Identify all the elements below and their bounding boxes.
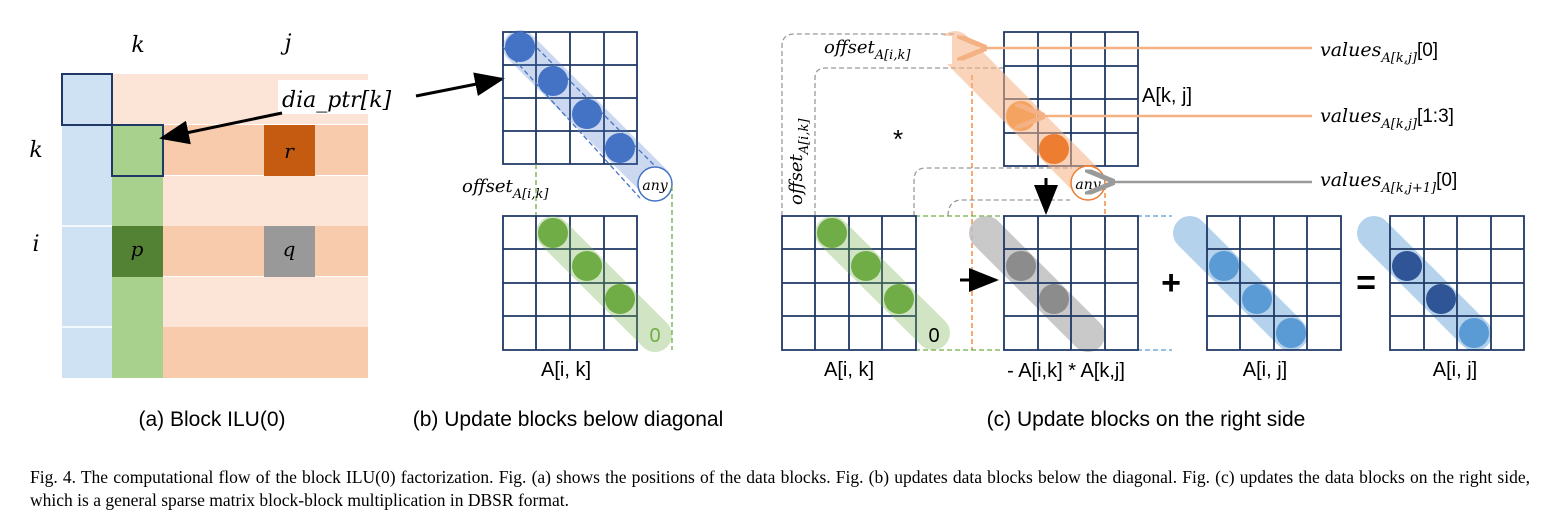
aik-label: A[i, k] — [541, 359, 591, 381]
panel-b: any 0 offsetA[i,k] A[i, k] (b) Update bl… — [413, 30, 724, 431]
akj-block-grid — [1003, 31, 1139, 167]
dot — [1392, 251, 1422, 281]
dot — [1242, 284, 1272, 314]
figure-caption: Fig. 4. The computational flow of the bl… — [30, 467, 1530, 510]
cell-q-label: q — [283, 237, 296, 261]
cell-p — [112, 226, 163, 277]
dia-ptr-label: dia_ptr[k] — [282, 88, 392, 113]
values-label-1: valuesA[k,j][0] — [1320, 39, 1438, 66]
dot — [538, 218, 568, 248]
dot — [572, 251, 602, 281]
panel-a-caption: (a) Block ILU(0) — [138, 408, 285, 431]
aik-label: A[i, k] — [824, 359, 874, 381]
plus-operator: + — [1161, 264, 1181, 302]
akj-label: A[k, j] — [1142, 85, 1192, 107]
panel-a: r p q k j k i dia_ptr[k] (a) Block ILU(0… — [29, 31, 505, 431]
dot — [1006, 251, 1036, 281]
dot — [605, 133, 635, 163]
diagonal-block-0 — [61, 73, 113, 126]
any-label: any — [1075, 177, 1101, 193]
figure-canvas: r p q k j k i dia_ptr[k] (a) Block ILU(0… — [29, 30, 1525, 431]
cell-r-label: r — [284, 139, 295, 163]
panel-b-caption: (b) Update blocks below diagonal — [413, 408, 724, 431]
cell-p-label: p — [131, 237, 144, 261]
below-block-grid — [502, 215, 638, 351]
col-label-k: k — [131, 33, 144, 58]
any-label: any — [642, 178, 668, 194]
cell-q — [264, 226, 315, 277]
zero-label: 0 — [928, 325, 939, 347]
dot — [1006, 101, 1036, 131]
multiply-star: * — [893, 124, 903, 154]
any-circle — [637, 166, 673, 202]
values-label-2: valuesA[k,j][1:3] — [1320, 105, 1454, 132]
diagonal-block-grid — [502, 31, 638, 165]
result-block-grid — [1389, 215, 1525, 351]
offset-label: offsetA[i,k] — [462, 176, 549, 202]
values-label-3: valuesA[k,j+1][0] — [1320, 169, 1457, 196]
equals-operator: = — [1356, 264, 1376, 302]
offset-top-label: offsetA[i,k] — [824, 37, 911, 63]
aij-label: A[i, j] — [1243, 359, 1287, 381]
dot — [538, 66, 568, 96]
to-panel-b-arrow — [415, 72, 505, 98]
aij-result-label: A[i, j] — [1433, 359, 1477, 381]
dot — [1276, 318, 1306, 348]
dot — [1039, 134, 1069, 164]
dot — [817, 218, 847, 248]
dot — [851, 251, 881, 281]
aij-block-grid — [1206, 215, 1342, 351]
dot — [572, 99, 602, 129]
product-label: - A[i,k] * A[k,j] — [1007, 360, 1125, 382]
col-label-j: j — [280, 31, 292, 56]
dia-ptr-arrow — [159, 111, 283, 145]
row-label-i: i — [32, 232, 39, 257]
dot — [505, 32, 535, 62]
panel-c: any A[k, j] offsetA[i,k] offsetA[i,k] * … — [781, 31, 1525, 431]
diagonal-block-k — [111, 124, 164, 177]
dot — [884, 284, 914, 314]
dot — [1426, 284, 1456, 314]
dot — [1209, 251, 1239, 281]
offset-vertical-label: offsetA[i,k] — [786, 118, 812, 205]
dot — [1039, 284, 1069, 314]
cell-r — [264, 125, 315, 176]
dot — [605, 284, 635, 314]
aik-block-grid — [781, 215, 917, 351]
product-block-grid — [1003, 215, 1139, 351]
zero-label: 0 — [649, 325, 660, 347]
row-label-k: k — [29, 138, 42, 163]
dot — [1459, 318, 1489, 348]
panel-c-caption: (c) Update blocks on the right side — [987, 408, 1306, 431]
